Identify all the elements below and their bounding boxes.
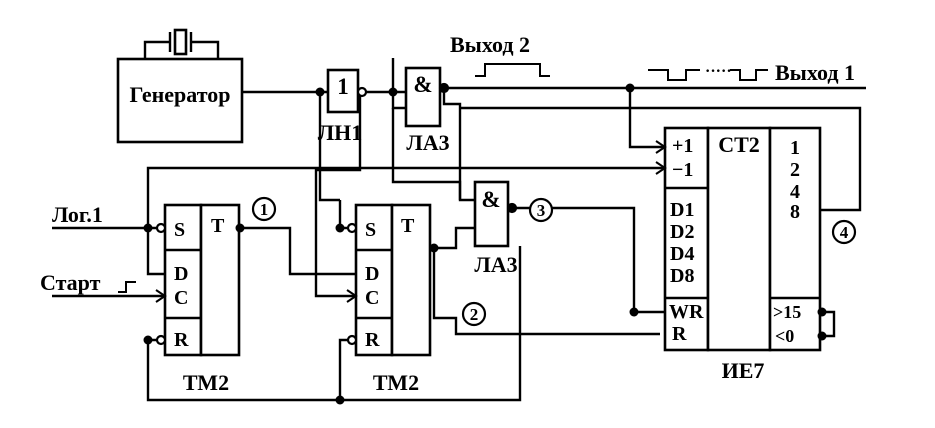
- output2-label: Выход 2: [450, 32, 530, 57]
- ff-left-s: S: [174, 219, 185, 241]
- ff-right-r-bubble: [346, 334, 358, 346]
- output1-pulse: [648, 69, 700, 81]
- start-step-symbol: [118, 281, 136, 293]
- output1-pulse-end: [730, 69, 768, 81]
- counter-q4: 4: [790, 181, 800, 203]
- marker-4: 4: [831, 219, 857, 245]
- counter-q8: 8: [790, 201, 800, 223]
- inverter-output-bubble: [356, 86, 368, 98]
- counter-d4: D4: [670, 243, 694, 265]
- junction-dots: [143, 83, 827, 405]
- ln1-label: ЛН1: [318, 120, 363, 145]
- output2-pulse: [475, 63, 550, 77]
- svg-text:4: 4: [840, 223, 849, 242]
- ff-left-c: C: [174, 287, 188, 309]
- counter-minus1-clock: [655, 161, 667, 175]
- ff-left-s-bubble: [155, 222, 167, 234]
- ff-right-d: D: [365, 263, 379, 285]
- and-gate-top: [404, 66, 442, 128]
- ff-right-s-bubble: [346, 222, 358, 234]
- marker-1: 1: [251, 196, 277, 222]
- and-gate-mid: [473, 180, 510, 248]
- counter-gt15: >15: [773, 302, 801, 322]
- output1-ellipsis: ·····: [705, 63, 732, 80]
- counter-wr: WR: [669, 301, 704, 323]
- marker-2: 2: [461, 301, 487, 327]
- start-label: Старт: [40, 270, 101, 295]
- ff-right-s: S: [365, 219, 376, 241]
- counter-q2: 2: [790, 159, 800, 181]
- ff-left-t: T: [211, 215, 225, 237]
- ff-right-clock-arrow: [346, 289, 358, 303]
- counter-ie7: +1 −1 СТ2 D1 D2 D4 D8 WR R 1 2 4 8 >15 <…: [655, 126, 822, 352]
- ie7-label: ИЕ7: [722, 358, 765, 383]
- marker-3: 3: [528, 197, 554, 223]
- ff-right-r: R: [365, 329, 380, 351]
- counter-lt0: <0: [775, 326, 794, 346]
- inverter-symbol: 1: [337, 74, 349, 99]
- ff-left-clock-arrow: [155, 289, 167, 303]
- counter-d1: D1: [670, 199, 694, 221]
- svg-text:2: 2: [470, 305, 479, 324]
- generator-block: [116, 57, 244, 144]
- tm2-left-label: ТМ2: [183, 370, 229, 395]
- svg-text:1: 1: [260, 200, 269, 219]
- svg-text:3: 3: [537, 201, 546, 220]
- flipflop-left: S D C R T: [155, 203, 241, 357]
- crystal-resonator: [143, 28, 220, 60]
- counter-d8: D8: [670, 265, 694, 287]
- ff-left-r-bubble: [155, 334, 167, 346]
- counter-plus1-clock: [655, 140, 667, 154]
- counter-minus1: −1: [672, 159, 693, 181]
- counter-d2: D2: [670, 221, 694, 243]
- ff-right-c: C: [365, 287, 379, 309]
- ff-right-t: T: [401, 215, 415, 237]
- generator-label: Генератор: [130, 82, 231, 107]
- counter-r: R: [672, 323, 687, 345]
- and-mid-symbol: &: [481, 187, 500, 212]
- ff-left-d: D: [174, 263, 188, 285]
- la3-top-label: ЛА3: [406, 130, 449, 155]
- la3-mid-label: ЛА3: [474, 252, 517, 277]
- inverter-ln1: [326, 68, 360, 114]
- wires: [52, 58, 866, 402]
- log1-label: Лог.1: [52, 202, 103, 227]
- output1-label: Выход 1: [775, 60, 855, 85]
- flipflop-right: S D C R T: [346, 203, 432, 357]
- counter-plus1: +1: [672, 135, 693, 157]
- counter-q1: 1: [790, 137, 800, 159]
- and-top-symbol: &: [413, 72, 432, 97]
- ff-left-r: R: [174, 329, 189, 351]
- tm2-right-label: ТМ2: [373, 370, 419, 395]
- counter-title: СТ2: [718, 132, 760, 157]
